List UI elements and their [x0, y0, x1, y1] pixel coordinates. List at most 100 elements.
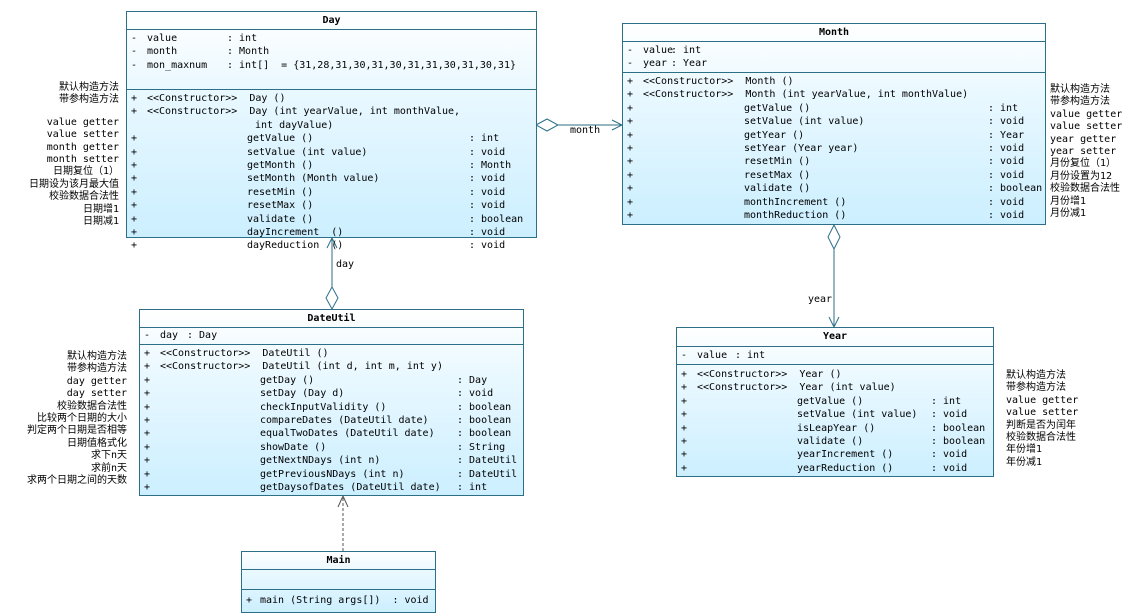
visibility-marker: +: [131, 213, 138, 225]
note-line: year getter: [1050, 133, 1117, 145]
visibility-marker: +: [144, 455, 151, 467]
visibility-marker: +: [131, 106, 138, 118]
visibility-marker: +: [627, 196, 634, 208]
method-signature: setDay (Day d): [260, 388, 345, 400]
return-type: : void: [469, 146, 506, 158]
return-type: : int: [931, 395, 962, 407]
note-line: 带参构造方法: [67, 363, 127, 375]
note-line: 判断是否为闰年: [1006, 419, 1076, 431]
note-line: 求前n天: [90, 462, 127, 474]
method-row: int dayValue): [127, 119, 536, 132]
return-type: : void: [988, 116, 1025, 128]
method-signature: monthIncrement (): [744, 196, 847, 208]
method-row: +getYear (): Year: [623, 129, 1045, 142]
note-line: 校验数据合法性: [1050, 183, 1120, 195]
attribute-row: -year: Year: [623, 57, 1045, 70]
class-month[interactable]: Month -value: int-year: Year + <<Construc…: [622, 23, 1046, 225]
method-signature: yearIncrement (): [797, 449, 894, 461]
method-row: +<<Constructor>> Day (int yearValue, int…: [127, 105, 536, 118]
attribute-row: -value: int: [623, 44, 1045, 57]
method-signature: resetMax (): [744, 169, 811, 181]
association-dateutil-day: [325, 236, 339, 311]
visibility-marker: +: [144, 441, 151, 453]
visibility-marker: +: [144, 401, 151, 413]
visibility-marker: -: [627, 45, 634, 56]
method-signature: equalTwoDates (DateUtil date): [260, 428, 435, 440]
method-row: +getNextNDays (int n): DateUtil: [140, 454, 523, 467]
method-signature: setValue (int value): [744, 116, 865, 128]
attribute-name: value: [643, 45, 674, 56]
return-type: : boolean: [469, 213, 524, 225]
method-signature: <<Constructor>> Day (): [147, 93, 286, 104]
method-row: +setMonth (Month value): void: [127, 172, 536, 185]
methods-section: +main (String args[]) : void: [242, 590, 435, 607]
visibility-marker: +: [681, 435, 688, 447]
visibility-marker: -: [131, 59, 138, 71]
note-line: 月份增1: [1050, 195, 1087, 207]
class-title: Main: [242, 552, 435, 570]
method-signature: setYear (Year year): [744, 142, 859, 154]
note-line: 默认构造方法: [1050, 84, 1110, 95]
visibility-marker: +: [681, 422, 688, 434]
method-signature: getYear (): [744, 129, 805, 141]
note-line: day getter: [66, 375, 127, 387]
dependency-main-dateutil: [337, 494, 349, 551]
method-row: +getDaysofDates (DateUtil date): int: [140, 481, 523, 494]
visibility-marker: +: [681, 395, 688, 407]
return-type: : void: [988, 156, 1025, 168]
return-type: : DateUtil: [457, 455, 518, 467]
method-signature: showDate (): [260, 441, 327, 453]
method-signature: dayIncrement (): [247, 226, 344, 238]
return-type: : Day: [457, 374, 488, 386]
method-signature: <<Constructor>> Month (int yearValue, in…: [643, 89, 969, 101]
method-row: +resetMax (): void: [623, 169, 1045, 182]
method-signature: checkInputValidity (): [260, 401, 387, 413]
method-row: +isLeapYear (): boolean: [677, 422, 993, 435]
return-type: : boolean: [457, 401, 512, 413]
note-line: 校验数据合法性: [49, 191, 119, 203]
method-row: +setValue (int value): void: [623, 115, 1045, 128]
class-main[interactable]: Main +main (String args[]) : void: [241, 551, 436, 613]
note-line: 年份减1: [1006, 456, 1043, 468]
note-line: 带参构造方法: [1006, 382, 1066, 394]
method-signature: <<Constructor>> DateUtil (int d, int m, …: [160, 361, 443, 373]
class-year[interactable]: Year -value: int +<<Constructor>> Year (…: [676, 327, 994, 477]
method-signature: resetMax (): [247, 200, 314, 212]
method-signature: isLeapYear (): [797, 422, 876, 434]
note-line: value setter: [46, 129, 119, 141]
visibility-marker: +: [681, 409, 688, 421]
method-row: +yearIncrement (): void: [677, 448, 993, 461]
attribute-type: : int[] = {31,28,31,30,31,30,31,31,30,31…: [227, 59, 516, 71]
note-line: 默认构造方法: [59, 82, 119, 93]
note-line: day setter: [66, 388, 127, 400]
visibility-marker: +: [627, 156, 634, 168]
return-type: : void: [469, 226, 506, 238]
method-signature: main (String args[]) : void: [260, 595, 429, 606]
method-row: +getDay (): Day: [140, 374, 523, 387]
note-line: 默认构造方法: [67, 351, 127, 362]
method-signature: int dayValue): [255, 119, 334, 131]
return-type: : void: [931, 449, 968, 461]
visibility-marker: +: [627, 142, 634, 154]
attributes-section: -value: int-year: Year: [623, 42, 1045, 73]
association-month-year: [827, 223, 841, 329]
return-type: : boolean: [931, 435, 986, 447]
method-row: +setYear (Year year): void: [623, 142, 1045, 155]
class-dateutil[interactable]: DateUtil -day: Day +<<Constructor>> Date…: [139, 309, 524, 496]
method-row: +setValue (int value): void: [127, 146, 536, 159]
visibility-marker: +: [681, 462, 688, 474]
method-row: +<<Constructor>> DateUtil (): [140, 347, 523, 360]
attribute-row: -mon_maxnum: int[] = {31,28,31,30,31,30,…: [127, 59, 536, 72]
return-type: : void: [931, 409, 968, 421]
method-row: +equalTwoDates (DateUtil date): boolean: [140, 427, 523, 440]
class-title: Month: [623, 24, 1045, 42]
return-type: : void: [469, 200, 506, 212]
method-signature: resetMin (): [247, 186, 314, 198]
return-type: : void: [469, 240, 506, 252]
class-day[interactable]: Day -value: int-month: Month-mon_maxnum:…: [126, 11, 537, 251]
method-signature: validate (): [797, 435, 864, 447]
method-signature: setValue (int value): [797, 409, 918, 421]
method-row: +<<Constructor>> Year (): [677, 368, 993, 381]
